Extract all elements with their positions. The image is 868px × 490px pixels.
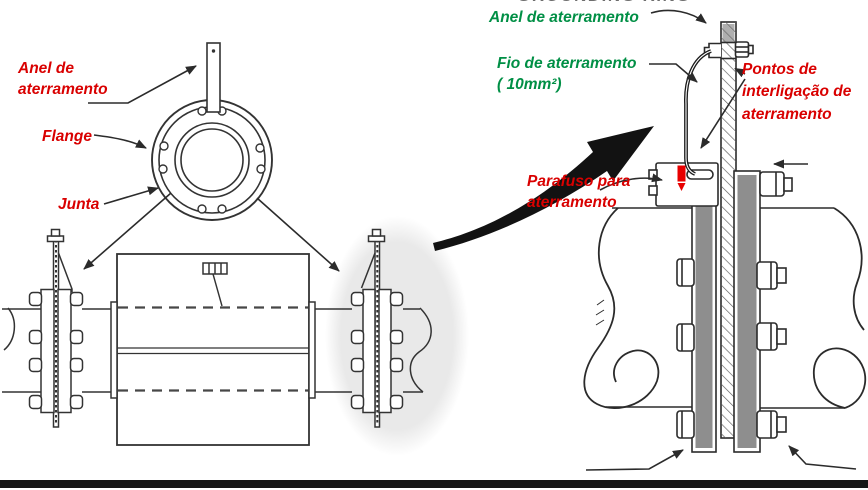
leader-to-left-flange	[83, 192, 172, 270]
detail-bolts	[676, 171, 793, 439]
pipe-break-loop-right	[813, 347, 867, 409]
grounding-screw-bracket	[648, 162, 719, 207]
flange-faces-detail	[691, 170, 761, 453]
leader-pontos-bottom	[700, 78, 746, 149]
pipe-break-right-top	[833, 207, 865, 331]
pointer-bottom-right	[788, 445, 857, 470]
pipe-break-loop-left	[583, 207, 660, 409]
leader-fio	[649, 63, 698, 83]
label-grounding-screw: Parafuso para aterramento	[527, 173, 631, 212]
label-grounding-wire: Fio de aterramento ( 10mm²)	[497, 55, 637, 94]
pointer-bottom-left	[585, 449, 684, 471]
label-flange: Flange	[42, 128, 92, 145]
label-gasket: Junta	[58, 196, 100, 213]
terminal-connector	[202, 262, 228, 307]
flowmeter-side-view	[2, 216, 469, 456]
pipe-side-view	[2, 307, 432, 393]
flange-front-view	[151, 42, 273, 221]
flange-detail-view	[583, 9, 867, 471]
flange-pair-left	[28, 228, 84, 428]
leader-parafuso	[599, 173, 663, 191]
leader-anel-front	[88, 65, 197, 104]
front-view-leaders	[83, 65, 340, 272]
grounding-wire	[684, 49, 712, 176]
bottom-bar	[0, 480, 868, 488]
pipe-break-left-edge	[3, 307, 16, 351]
zoom-swoosh-arrow	[433, 126, 654, 251]
grounding-tab-detail	[703, 41, 754, 59]
leader-pontos-top	[734, 67, 746, 78]
flange-pair-right	[350, 228, 404, 428]
grounding-tab-bolt-right	[367, 228, 386, 243]
label-grounding-ring-detail: Anel de aterramento	[489, 9, 639, 26]
label-grounding-ring-front: Anel de aterramento	[18, 60, 108, 99]
grounding-ring-detail	[720, 21, 737, 439]
tab-nut	[734, 41, 750, 58]
label-interconnection-points: Pontos de interligação de aterramento	[742, 61, 852, 123]
leader-flange	[93, 134, 147, 149]
grounding-tab-bolt-left	[46, 228, 65, 243]
wire-lug	[703, 42, 721, 59]
grounding-ring-tab	[206, 42, 221, 113]
cropped-heading-text: GROUNDING RING	[517, 0, 691, 6]
flange-bolts-right	[350, 291, 404, 410]
leader-to-right-flange	[256, 197, 340, 272]
leader-junta	[103, 186, 159, 205]
detail-leaders	[585, 9, 857, 471]
leader-anel-detail	[650, 9, 707, 24]
pipe-break-right	[409, 307, 432, 393]
flange-bolts-left	[28, 291, 84, 410]
grounding-screw-red	[677, 165, 686, 191]
pipe-detail	[583, 207, 867, 409]
flowmeter-body	[110, 253, 316, 446]
